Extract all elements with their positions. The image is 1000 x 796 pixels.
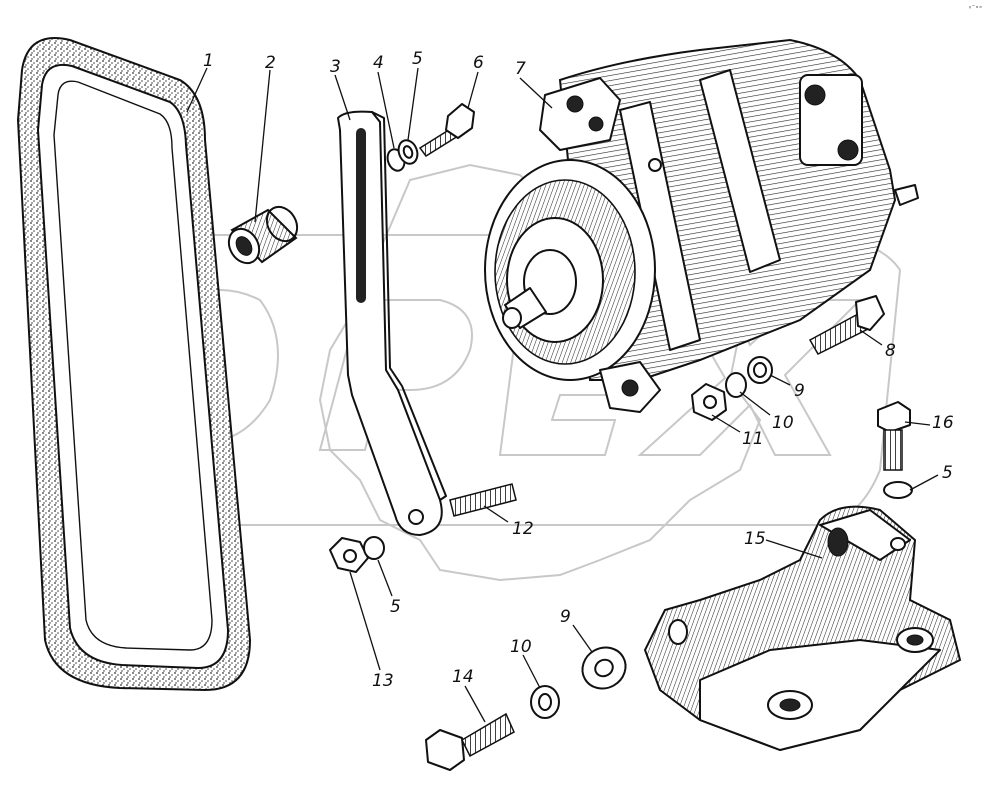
callout-label: 5 [390,597,401,617]
callout-label: 1 [203,51,214,71]
callout-label: 5 [412,49,423,69]
mounting-bracket [643,505,962,752]
upper-washers-bolt [386,103,475,172]
nut-lockwasher-left [329,536,385,573]
callout-label: 4 [373,53,384,73]
corner-mark: ᵍ˜ᵐᵐ [968,5,982,12]
washer-nut-set-right [691,356,773,421]
stud-12 [449,483,517,517]
spacer-bushing [227,205,299,265]
callout-label: 10 [772,413,794,433]
callout-label: 9 [560,607,571,627]
callout-label: 16 [932,413,954,433]
alternator [484,38,919,413]
callout-label: 7 [515,59,526,79]
callout-label: 3 [330,57,341,77]
callout-label: 14 [452,667,474,687]
callout-label: 2 [265,53,276,73]
callout-label: 10 [510,637,532,657]
callout-label: 5 [942,463,953,483]
callout-label: 12 [512,519,534,539]
callout-label: 13 [372,671,394,691]
tension-bracket [336,110,447,537]
callout-label: 8 [885,341,896,361]
callout-label: 11 [742,429,764,449]
washer-set-lower [530,646,627,719]
v-belt [16,37,252,692]
bolt-16 [877,401,913,499]
bolt-14 [425,712,515,771]
callout-label: 15 [744,529,766,549]
stud-bolt-8 [808,295,885,355]
callout-label: 6 [473,53,484,73]
callout-label: 9 [794,381,805,401]
callout-labels: 1 2 3 4 5 6 7 8 9 10 11 12 5 13 14 10 9 … [203,49,954,691]
callout-leaders [186,67,939,723]
